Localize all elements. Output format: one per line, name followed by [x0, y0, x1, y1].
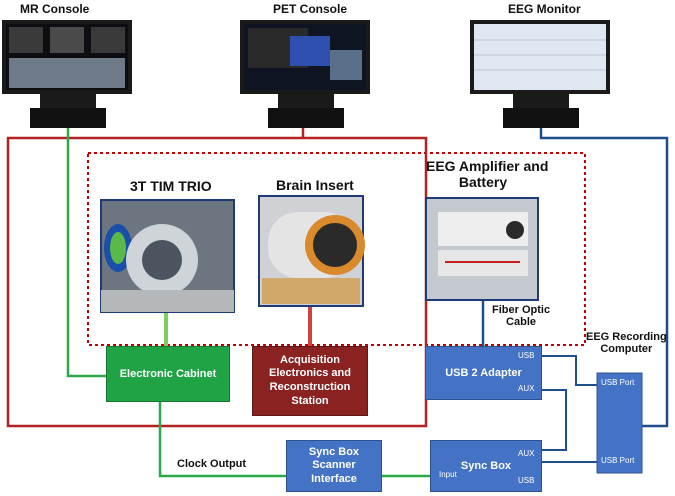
mr-console-monitor	[2, 20, 132, 128]
eeg-monitor	[470, 20, 610, 128]
eeg-recording-computer-box	[596, 372, 643, 474]
tim-trio-label: 3T TIM TRIO	[130, 178, 212, 194]
sync-aux-port-label: AUX	[518, 449, 535, 458]
fiber-optic-label: Fiber Optic Cable	[492, 304, 551, 328]
rec-usb-port-top-label: USB Port	[601, 378, 635, 387]
rec-usb-port-bottom-label: USB Port	[601, 456, 635, 465]
sync-usb-port-label: USB	[518, 476, 535, 485]
eeg-monitor-label: EEG Monitor	[508, 2, 581, 16]
usb2-aux-port-label: AUX	[518, 384, 535, 393]
pet-console-label: PET Console	[273, 2, 348, 16]
sync-input-port-label: Input	[439, 470, 457, 479]
brain-insert-label: Brain Insert	[276, 177, 354, 193]
green-cable-clock	[158, 402, 286, 478]
pet-console-monitor	[240, 20, 370, 128]
acquisition-station-box: Acquisition Electronics and Reconstructi…	[252, 346, 368, 416]
clock-output-label: Clock Output	[177, 458, 247, 470]
usb2-usb-port-label: USB	[518, 351, 535, 360]
mri-scanner-photo	[100, 199, 235, 313]
usb2-adapter-box: USB 2 Adapter	[425, 346, 542, 400]
blue-cable-usb-top	[542, 355, 597, 386]
blue-cable-aux	[542, 389, 567, 451]
blue-cable-eeg	[539, 128, 669, 428]
sync-box-scanner-interface-box: Sync Box Scanner Interface	[286, 440, 382, 492]
eeg-amplifier-photo	[425, 197, 539, 301]
red-cable	[6, 136, 428, 428]
mr-console-label: MR Console	[20, 2, 90, 16]
insert-boundary	[87, 152, 586, 346]
eeg-recording-label: EEG Recording Computer	[586, 331, 667, 355]
brain-insert-photo	[258, 195, 365, 307]
eeg-amplifier-label: EEG Amplifier and Battery	[426, 158, 549, 190]
green-cable-mr	[66, 128, 106, 378]
electronic-cabinet-box: Electronic Cabinet	[106, 346, 230, 402]
sync-box: Sync Box	[430, 440, 542, 492]
